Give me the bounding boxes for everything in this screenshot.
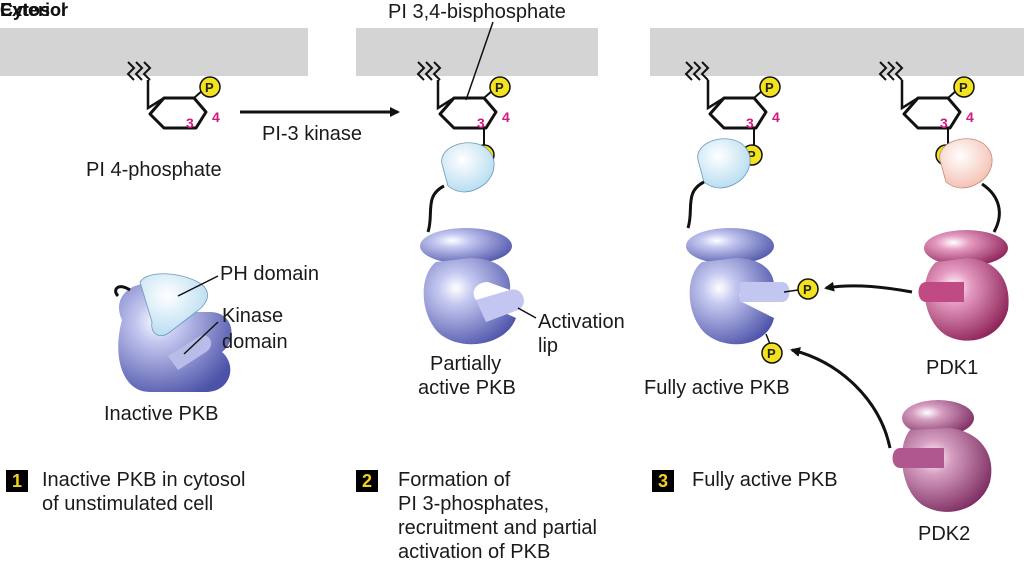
pdk1-arrow: [824, 281, 913, 294]
step-1-caption: Inactive PKB in cytosol of unstimulated …: [42, 469, 246, 515]
kinase-domain-label-2: domain: [222, 331, 288, 353]
pdk1-label: PDK1: [926, 357, 979, 379]
cytosol-label: Cytosol: [0, 0, 67, 20]
step-3-caption: Fully active PKB: [692, 469, 838, 491]
kinase-domain-leader: [183, 321, 219, 355]
svg-text:4: 4: [502, 109, 510, 125]
exterior-label: Exterior: [0, 0, 69, 20]
svg-text:4: 4: [772, 109, 780, 125]
membrane-segment-1: [0, 28, 308, 76]
svg-text:3: 3: [940, 115, 948, 131]
pi3-kinase-label: PI-3 kinase: [262, 123, 363, 145]
svg-text:P: P: [803, 282, 812, 297]
inositol-ring-pkb-full: P P 3 4: [684, 61, 781, 166]
svg-text:P: P: [765, 80, 774, 95]
membrane-segment-3: [650, 28, 1024, 76]
step-3-number: 3: [652, 470, 674, 492]
ph-domain-leader: [177, 275, 219, 297]
svg-text:4: 4: [966, 109, 974, 125]
inactive-pkb: [114, 273, 232, 392]
step-1-number: 1: [6, 470, 28, 492]
step-2-number: 2: [356, 470, 378, 492]
inositol-ring-pi4p: P 3 4: [126, 61, 221, 131]
ph-domain-2: [441, 142, 495, 193]
partially-active-label-2: active PKB: [418, 377, 516, 399]
pdk2-label: PDK2: [918, 523, 971, 545]
partially-active-label-1: Partially: [430, 353, 502, 375]
step-2-caption: Formation of PI 3-phosphates, recruitmen…: [398, 469, 597, 563]
kinase-domain-label-1: Kinase: [222, 305, 284, 327]
activation-lip-label-1: Activation: [538, 311, 625, 333]
svg-text:P: P: [767, 346, 776, 361]
svg-text:3: 3: [477, 115, 485, 131]
svg-text:P: P: [747, 148, 756, 163]
ph-domain-label: PH domain: [220, 263, 319, 285]
pi34bp-label: PI 3,4-bisphosphate: [388, 1, 566, 23]
svg-text:3: 3: [186, 115, 194, 131]
svg-text:P: P: [495, 80, 504, 95]
svg-text:P: P: [959, 80, 968, 95]
svg-text:3: 3: [746, 115, 754, 131]
inactive-pkb-label: Inactive PKB: [104, 403, 219, 425]
svg-text:4: 4: [212, 109, 220, 125]
inositol-ring-pi34bp: P P 3 4: [416, 21, 511, 166]
phosphate-label: P: [205, 80, 214, 95]
fully-active-pkb: P P: [686, 138, 819, 364]
pdk2-arrow: [790, 347, 892, 449]
fully-active-pkb-label: Fully active PKB: [644, 377, 790, 399]
pdk1: [918, 138, 1009, 341]
pdk2: [892, 400, 992, 512]
partially-active-pkb: [420, 142, 537, 345]
pdk1-ph-domain: [939, 138, 993, 189]
activation-lip-label-2: lip: [538, 335, 559, 357]
pi4p-label: PI 4-phosphate: [86, 159, 222, 181]
activation-lip-leader: [517, 307, 537, 319]
